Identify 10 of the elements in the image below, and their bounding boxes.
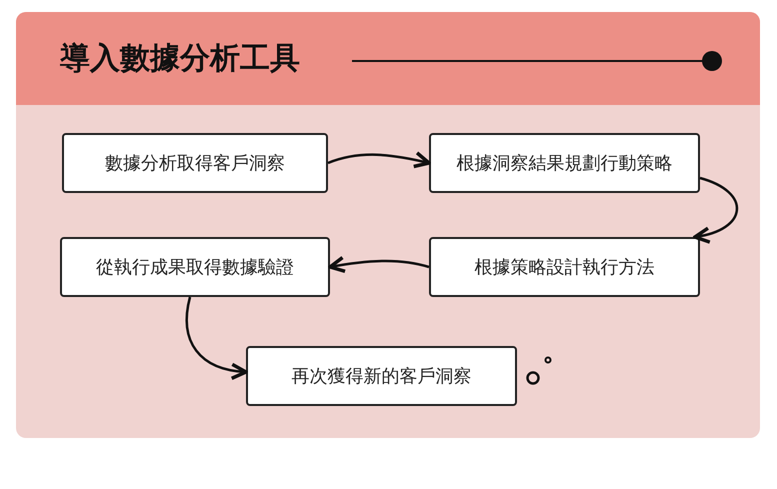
process-box: 數據分析取得客戶洞察 bbox=[62, 133, 328, 193]
arrow bbox=[328, 256, 430, 274]
process-box: 從執行成果取得數據驗證 bbox=[60, 237, 330, 297]
process-box: 再次獲得新的客戶洞察 bbox=[246, 346, 517, 406]
process-box: 根據策略設計執行方法 bbox=[429, 237, 700, 297]
title: 導入數據分析工具 bbox=[60, 40, 300, 78]
arrow bbox=[328, 151, 431, 168]
arrow bbox=[186, 296, 248, 380]
arrow bbox=[693, 176, 738, 243]
process-box: 根據洞察結果規劃行動策略 bbox=[429, 133, 700, 193]
